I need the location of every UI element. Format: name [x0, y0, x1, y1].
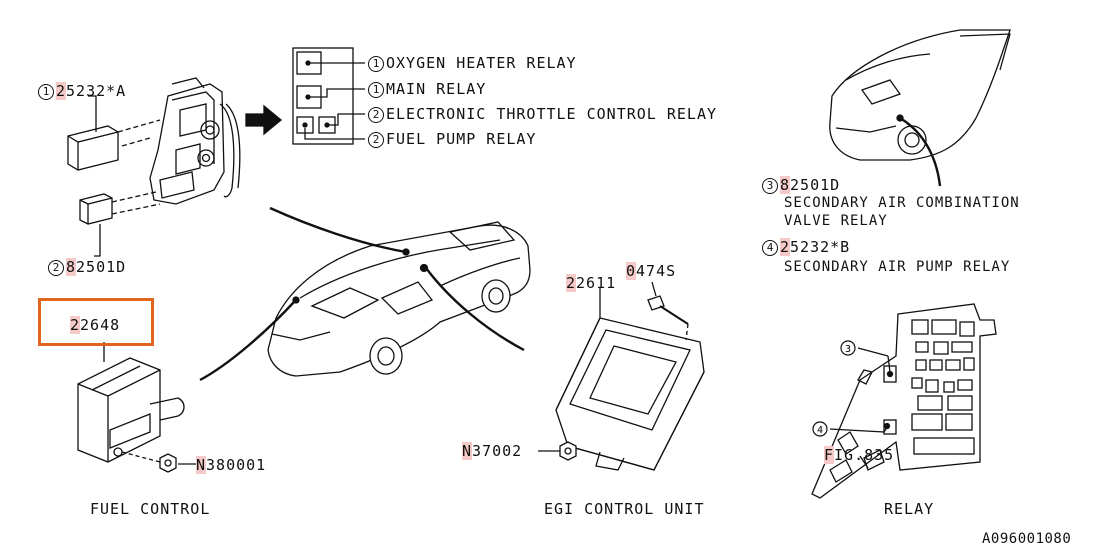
relay-bracket-drawing	[67, 77, 241, 257]
callout-circle-4	[812, 421, 828, 437]
sec-air-combo-desc-2: VALVE RELAY	[784, 213, 888, 229]
arrow-right-icon	[245, 104, 283, 136]
sec-air-pump-desc: SECONDARY AIR PUMP RELAY	[784, 259, 1011, 275]
part-link-22611[interactable]: 22611	[566, 274, 617, 292]
sec-air-combo-desc-1: SECONDARY AIR COMBINATION	[784, 195, 1020, 211]
callout-num-3: 3	[845, 344, 851, 355]
callout-num-4: 4	[817, 425, 823, 436]
caption-fuel-control: FUEL CONTROL	[90, 500, 211, 518]
caption-egi-control-unit: EGI CONTROL UNIT	[544, 500, 705, 518]
vehicle-drawing	[199, 206, 531, 382]
relay-legend-block	[292, 47, 365, 145]
caption-relay: RELAY	[884, 500, 935, 518]
figure-id: A096001080	[982, 531, 1072, 547]
fig-ref-link-835[interactable]: FIG.835	[824, 446, 895, 464]
fuel-control-module-drawing	[77, 342, 196, 473]
car-front-drawing	[829, 29, 1011, 187]
callout-circle-3	[840, 340, 856, 356]
part-link-22648[interactable]: 22648	[70, 316, 121, 334]
selected-part-callout	[38, 298, 154, 346]
egi-control-unit-drawing	[538, 281, 705, 471]
relay-box-drawing	[811, 303, 997, 499]
part-link-n380001[interactable]: N380001	[196, 456, 267, 474]
part-link-0474s[interactable]: 0474S	[626, 262, 677, 280]
part-link-n37002[interactable]: N37002	[462, 442, 523, 460]
